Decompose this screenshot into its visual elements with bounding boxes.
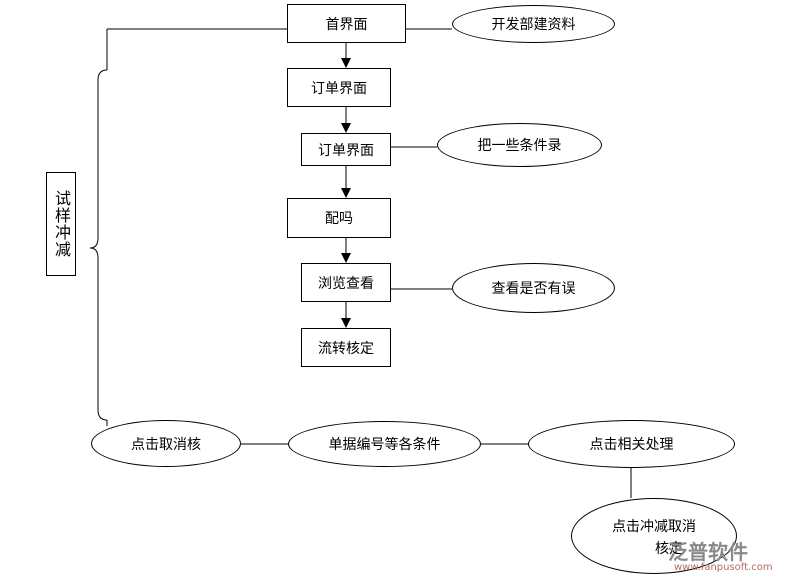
final-node-line2: 核定 xyxy=(655,541,683,557)
watermark-name: 泛普软件 xyxy=(668,540,748,564)
side-note-check: 查看是否有误 xyxy=(452,263,615,313)
bottom-node-conditions: 单据编号等各条件 xyxy=(288,421,481,467)
bottom-node-process: 点击相关处理 xyxy=(528,420,735,468)
flow-box-order-2: 订单界面 xyxy=(301,133,391,166)
left-vertical-label: 试样冲减 xyxy=(46,172,76,276)
flow-box-match: 配吗 xyxy=(287,198,391,238)
flow-box-home: 首界面 xyxy=(287,4,406,43)
bottom-node-cancel: 点击取消核 xyxy=(91,420,241,467)
side-note-conditions: 把一些条件录 xyxy=(437,123,602,167)
side-note-dev: 开发部建资料 xyxy=(452,5,615,43)
left-bracket xyxy=(89,69,108,421)
final-node-offset-cancel: 点击冲减取消 核定 xyxy=(571,498,737,574)
flow-box-review: 流转核定 xyxy=(301,328,391,367)
flow-box-order-1: 订单界面 xyxy=(287,68,391,107)
watermark-logo: 泛普软件 www.fanpusoft.com xyxy=(668,536,790,576)
flow-box-browse: 浏览查看 xyxy=(301,263,391,302)
final-node-line1: 点击冲减取消 xyxy=(612,519,696,535)
watermark-url: www.fanpusoft.com xyxy=(674,562,773,573)
